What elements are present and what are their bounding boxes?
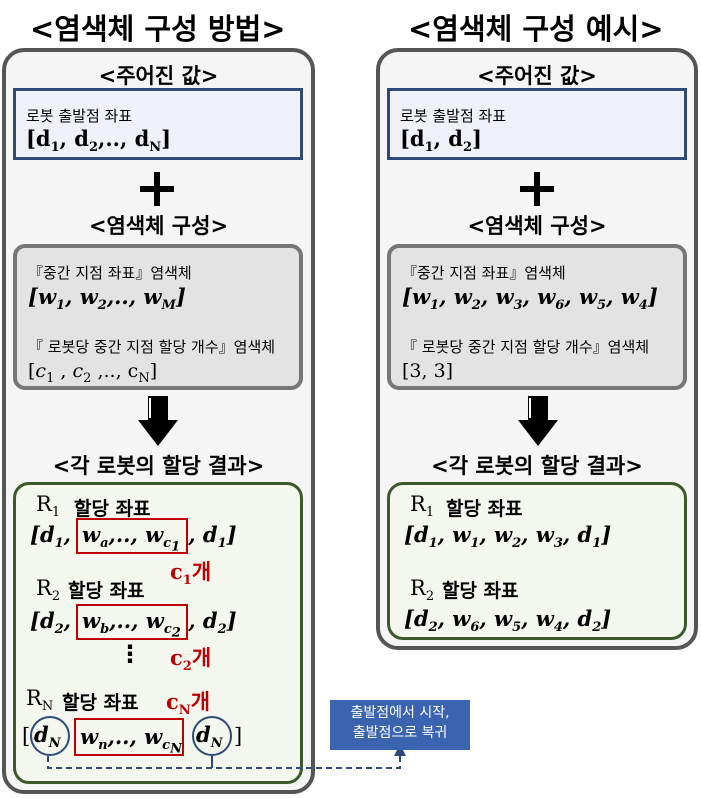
left-chrom1-vector: [w1, w2,.., wM] [28,284,186,314]
left-given-header: <주어진 값> [98,64,219,88]
left-rn-label: 할당 좌표 [62,692,139,714]
left-ellipsis: ⋮ [118,640,142,668]
right-chrom1-vector: [w1, w2, w3, w6, w5, w4] [402,284,658,314]
left-r1-robot: R1 [36,492,61,521]
left-result-header: <각 로봇의 할당 결과> [52,454,265,478]
left-panel-title: <염색체 구성 방법> [30,12,286,46]
right-given-header: <주어진 값> [477,64,597,88]
left-r1-count: c1개 [170,559,212,589]
left-chrom-header: <염색체 구성> [88,214,229,238]
right-chrom2-vector: [3, 3] [402,360,454,382]
left-r1-vector: [d1, , d1] [30,522,237,552]
left-chrom2-label: 『 로봇당 중간 지점 할당 개수』염색체 [28,338,276,356]
right-chrom2-label: 『 로봇당 중간 지점 할당 개수』염색체 [402,338,650,356]
right-result-header: <각 로봇의 할당 결과> [431,454,643,478]
return-note-line2: 출발점으로 복귀 [352,725,448,741]
left-rn-start: dN [34,722,61,752]
right-panel-title: <염색체 구성 예시> [408,12,664,46]
right-r2-robot: R2 [410,576,435,605]
right-chrom1-label: 『중간 지점 좌표』염색체 [402,264,566,282]
left-r2-vector: [d2, , d2] [30,608,237,638]
left-given-label: 로봇 출발점 좌표 [26,107,133,125]
left-rn-highlight [74,718,184,756]
right-chrom-header: <염색체 구성> [467,214,607,238]
left-plus-icon [140,172,174,206]
right-r1-robot: R1 [410,492,435,521]
left-rn-end: dN [196,722,223,752]
left-rn-bracket-close: ] [234,724,243,748]
return-note-line1: 출발점에서 시작, [350,705,450,721]
right-r1-label: 할당 좌표 [446,498,523,520]
left-rn-count: cN개 [166,689,211,719]
right-given-vector: [d1, d2] [400,126,482,156]
left-chrom2-vector: [c1 , c2 ,.., cN] [28,360,158,386]
left-r2-robot: R2 [36,576,61,605]
right-result-box [387,482,687,640]
left-r2-count: c2개 [170,645,212,675]
left-r1-inner: wa,.., wc1 [82,522,181,555]
left-r1-highlight [76,518,188,554]
left-down-arrow-icon [138,396,178,446]
right-r2-label: 할당 좌표 [442,580,519,602]
left-rn-bracket-open: [ [22,724,31,748]
right-r2-vector: [d2, w6, w5, w4, d2] [404,606,612,636]
right-chrom-box [387,244,687,390]
right-given-box [387,88,687,160]
left-r2-inner: wb,.., wc2 [82,608,181,641]
right-r1-vector: [d1, w1, w2, w3, d1] [404,522,612,552]
return-note-callout: 출발점에서 시작, 출발점으로 복귀 [330,700,470,750]
left-chrom1-label: 『중간 지점 좌표』염색체 [28,264,192,282]
left-r2-highlight [76,604,188,640]
right-plus-icon [520,172,554,206]
right-given-label: 로봇 출발점 좌표 [400,107,507,125]
right-down-arrow-icon [518,396,558,446]
left-rn-start-circle [30,716,70,756]
left-given-box [13,88,303,160]
left-rn-end-circle [192,716,232,756]
left-given-vector: [d1, d2,.., dN] [26,126,172,156]
left-r1-label: 할당 좌표 [74,498,151,520]
left-rn-robot: RN [26,686,54,715]
left-chrom-box [13,244,303,390]
left-r2-label: 할당 좌표 [68,580,145,602]
left-rn-inner: wn,.., wcN [80,724,182,757]
